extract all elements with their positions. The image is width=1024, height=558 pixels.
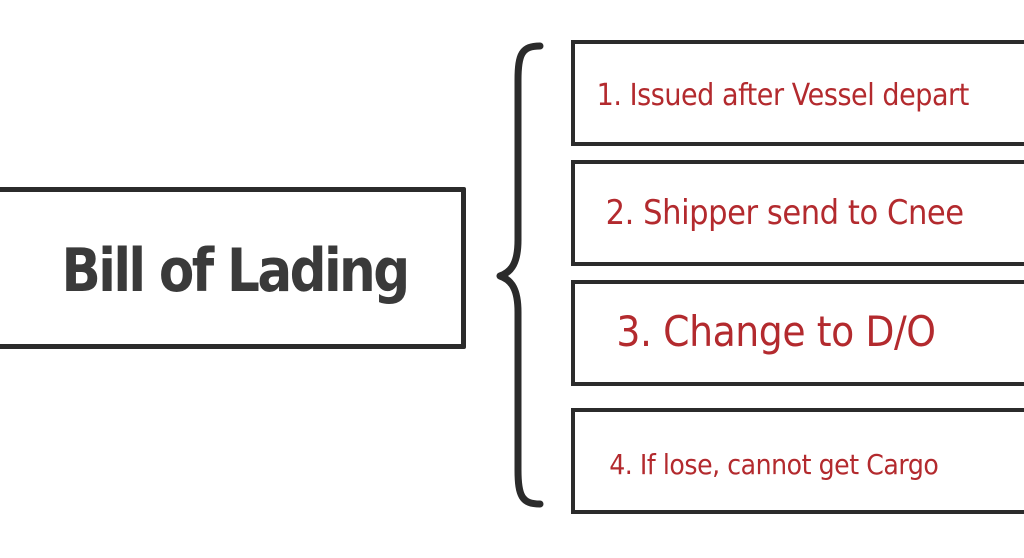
item-label-3: 3. Change to D/O: [616, 306, 936, 356]
item-box-1: 1. Issued after Vessel depart: [571, 40, 1024, 146]
item-box-3: 3. Change to D/O: [571, 280, 1024, 386]
item-label-2: 2. Shipper send to Cnee: [605, 193, 964, 233]
item-label-4: 4. If lose, cannot get Cargo: [609, 447, 939, 481]
item-box-2: 2. Shipper send to Cnee: [571, 160, 1024, 266]
item-box-4: 4. If lose, cannot get Cargo: [571, 408, 1024, 514]
curly-brace-icon: [496, 42, 544, 508]
item-label-1: 1. Issued after Vessel depart: [596, 77, 970, 113]
main-concept-box: Bill of Lading: [0, 187, 466, 349]
main-concept-title: Bill of Lading: [61, 236, 410, 306]
